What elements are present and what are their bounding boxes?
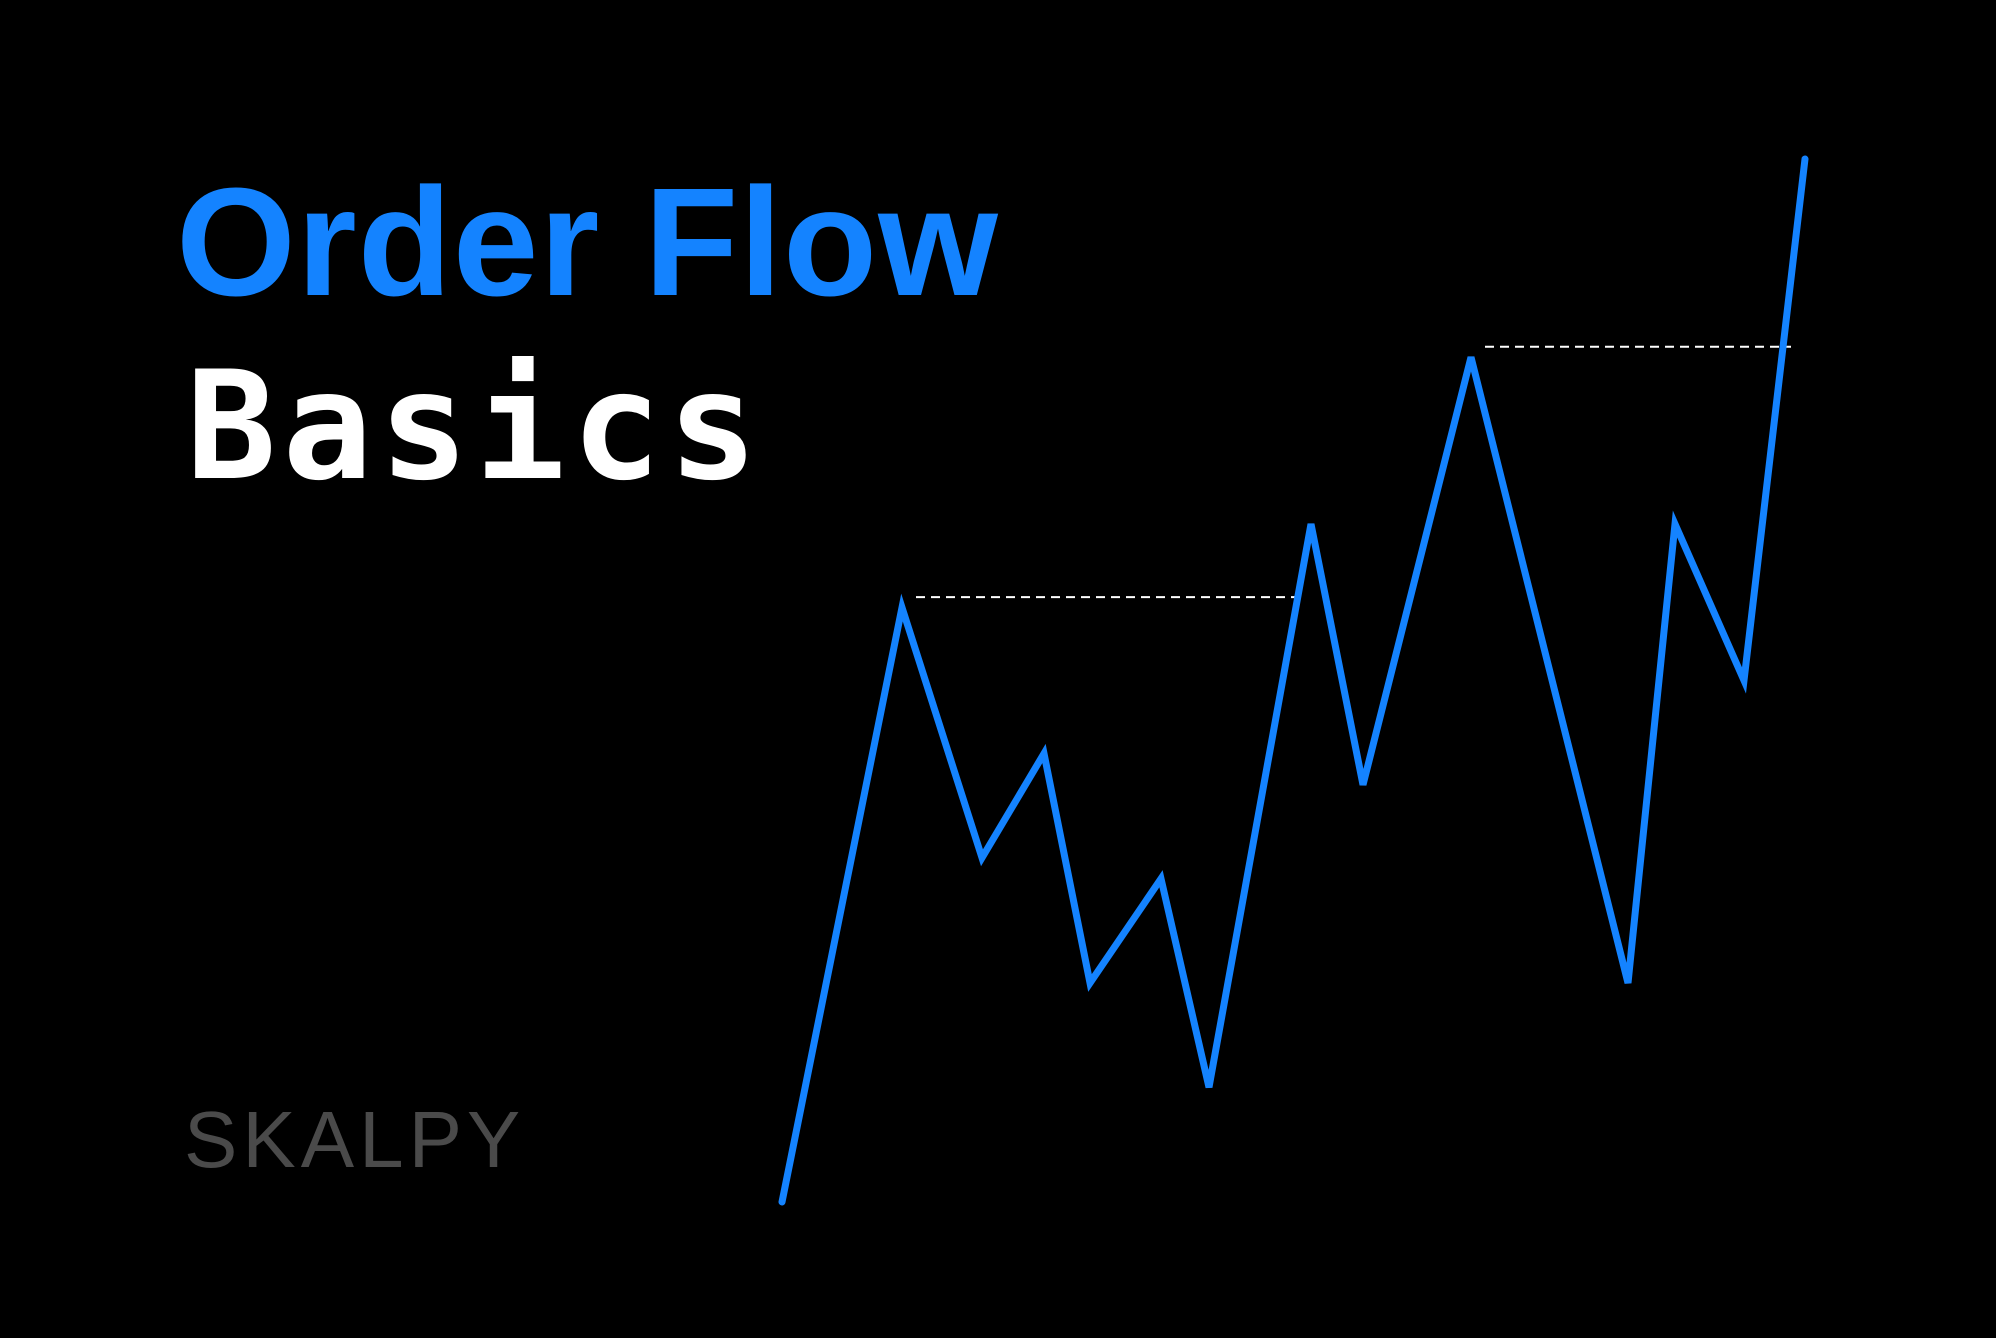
title: Order Flow [176, 156, 999, 328]
resistance-lines [916, 345, 1791, 599]
brand-logo: SKALPY [184, 1095, 526, 1184]
subtitle: Basics [186, 340, 764, 514]
price-line [778, 155, 1809, 1206]
